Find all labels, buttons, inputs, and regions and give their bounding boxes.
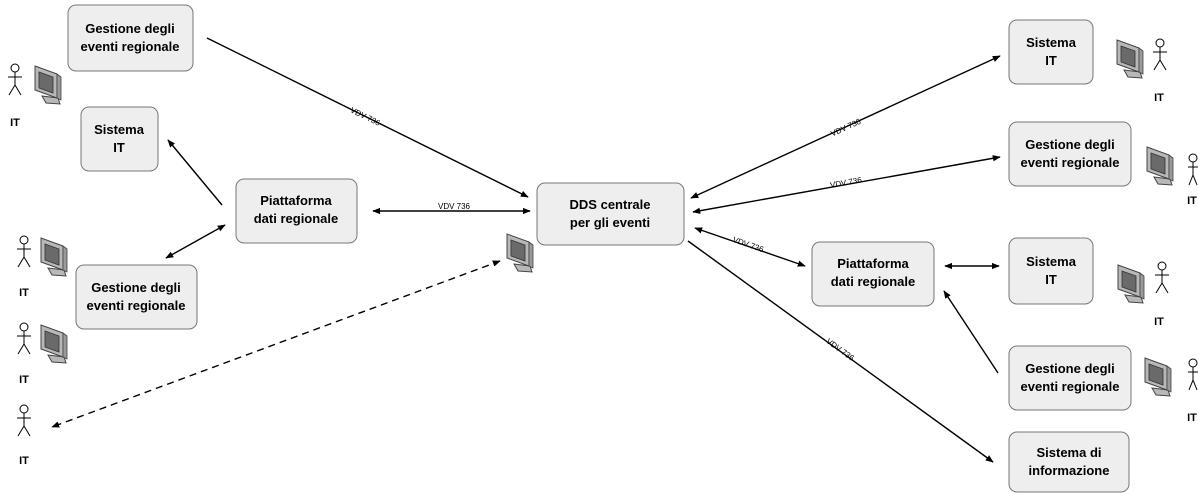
box-right-sistema-top: Sistema IT [1008, 19, 1094, 85]
actor-label-it: IT [19, 374, 29, 386]
actor-label-it: IT [1187, 412, 1197, 424]
box-left-event-top-line2: eventi regionale [81, 39, 180, 54]
monitor-icon [40, 237, 68, 277]
edge-central-right-platform [694, 227, 806, 267]
edge-dashed-central-to-user [51, 260, 501, 428]
box-right-platform-line2: dati regionale [831, 274, 916, 289]
box-right-platform: Piattaforma dati regionale [811, 241, 935, 307]
edge-label-vdv-right-top: VDV 736 [829, 117, 862, 139]
edge-label-vdv-right-platform: VDV 736 [732, 235, 766, 254]
box-right-event-bottom-line1: Gestione degli [1025, 361, 1115, 376]
box-left-sistema-line1: Sistema [94, 122, 145, 137]
box-left-sistema-line2: IT [113, 140, 125, 155]
edge-central-to-right-info [687, 240, 994, 463]
monitor-icon [506, 233, 534, 273]
actor-label-it: IT [19, 455, 29, 467]
edge-left-event-top-to-central [206, 37, 529, 198]
box-left-event-bottom-line2: eventi regionale [87, 298, 186, 313]
box-right-info: Sistema di informazione [1008, 431, 1130, 493]
box-left-platform-line2: dati regionale [254, 211, 339, 226]
box-right-sistema-top-line2: IT [1045, 53, 1057, 68]
box-right-sistema-top-line1: Sistema [1026, 35, 1077, 50]
edge-left-platform-left-event-bottom [165, 224, 226, 259]
box-left-event-bottom-line1: Gestione degli [91, 280, 181, 295]
monitor-icon [1117, 264, 1145, 304]
edge-label-vdv-left-mid: VDV 736 [438, 202, 471, 211]
monitor-icon [1146, 146, 1174, 186]
box-right-sistema-mid-line2: IT [1045, 272, 1057, 287]
edge-left-platform-to-left-sistema [167, 139, 223, 206]
box-right-platform-line1: Piattaforma [837, 256, 909, 271]
stick-figure-icon [17, 235, 31, 268]
edge-label-vdv-right-info: VDV 736 [825, 337, 857, 363]
box-right-event-top-line2: eventi regionale [1021, 155, 1120, 170]
edge-central-right-event-top [692, 155, 1001, 214]
box-right-event-bottom: Gestione degli eventi regionale [1008, 345, 1132, 411]
box-central-line2: per gli eventi [570, 215, 650, 230]
box-right-info-line1: Sistema di [1036, 445, 1101, 460]
box-left-event-bottom: Gestione degli eventi regionale [75, 264, 198, 330]
actor-label-it: IT [1187, 195, 1197, 207]
stick-figure-icon [1188, 153, 1198, 186]
box-right-sistema-mid: Sistema IT [1008, 237, 1094, 305]
monitor-icon [34, 65, 62, 105]
stick-figure-icon [1188, 358, 1198, 391]
box-central-line1: DDS centrale [570, 197, 651, 212]
stick-figure-icon [1153, 38, 1167, 71]
monitor-icon [1116, 39, 1144, 79]
edge-label-vdv-left-top: VDV 736 [349, 106, 382, 128]
box-right-sistema-mid-line1: Sistema [1026, 254, 1077, 269]
actor-label-it: IT [19, 287, 29, 299]
stick-figure-icon [17, 404, 31, 437]
monitor-icon [40, 324, 68, 364]
actor-label-it: IT [1154, 92, 1164, 104]
box-central: DDS centrale per gli eventi [536, 182, 685, 246]
box-left-platform-line1: Piattaforma [260, 193, 332, 208]
stick-figure-icon [1155, 261, 1169, 294]
edge-label-vdv-right-event: VDV 736 [829, 175, 863, 190]
stick-figure-icon [17, 322, 31, 355]
box-right-event-top: Gestione degli eventi regionale [1008, 121, 1132, 187]
box-right-event-bottom-line2: eventi regionale [1021, 379, 1120, 394]
computers [34, 39, 1174, 397]
box-left-sistema: Sistema IT [80, 106, 159, 172]
box-right-event-top-line1: Gestione degli [1025, 137, 1115, 152]
box-left-event-top-line1: Gestione degli [85, 21, 175, 36]
edge-right-event-bottom-to-right-platform [943, 290, 999, 374]
stick-figure-icon [8, 63, 22, 96]
monitor-icon [1144, 357, 1172, 397]
actor-label-it: IT [10, 117, 20, 129]
box-left-event-top: Gestione degli eventi regionale [67, 4, 194, 72]
actor-label-it: IT [1154, 316, 1164, 328]
box-right-info-line2: informazione [1029, 463, 1110, 478]
box-left-platform: Piattaforma dati regionale [235, 178, 358, 244]
